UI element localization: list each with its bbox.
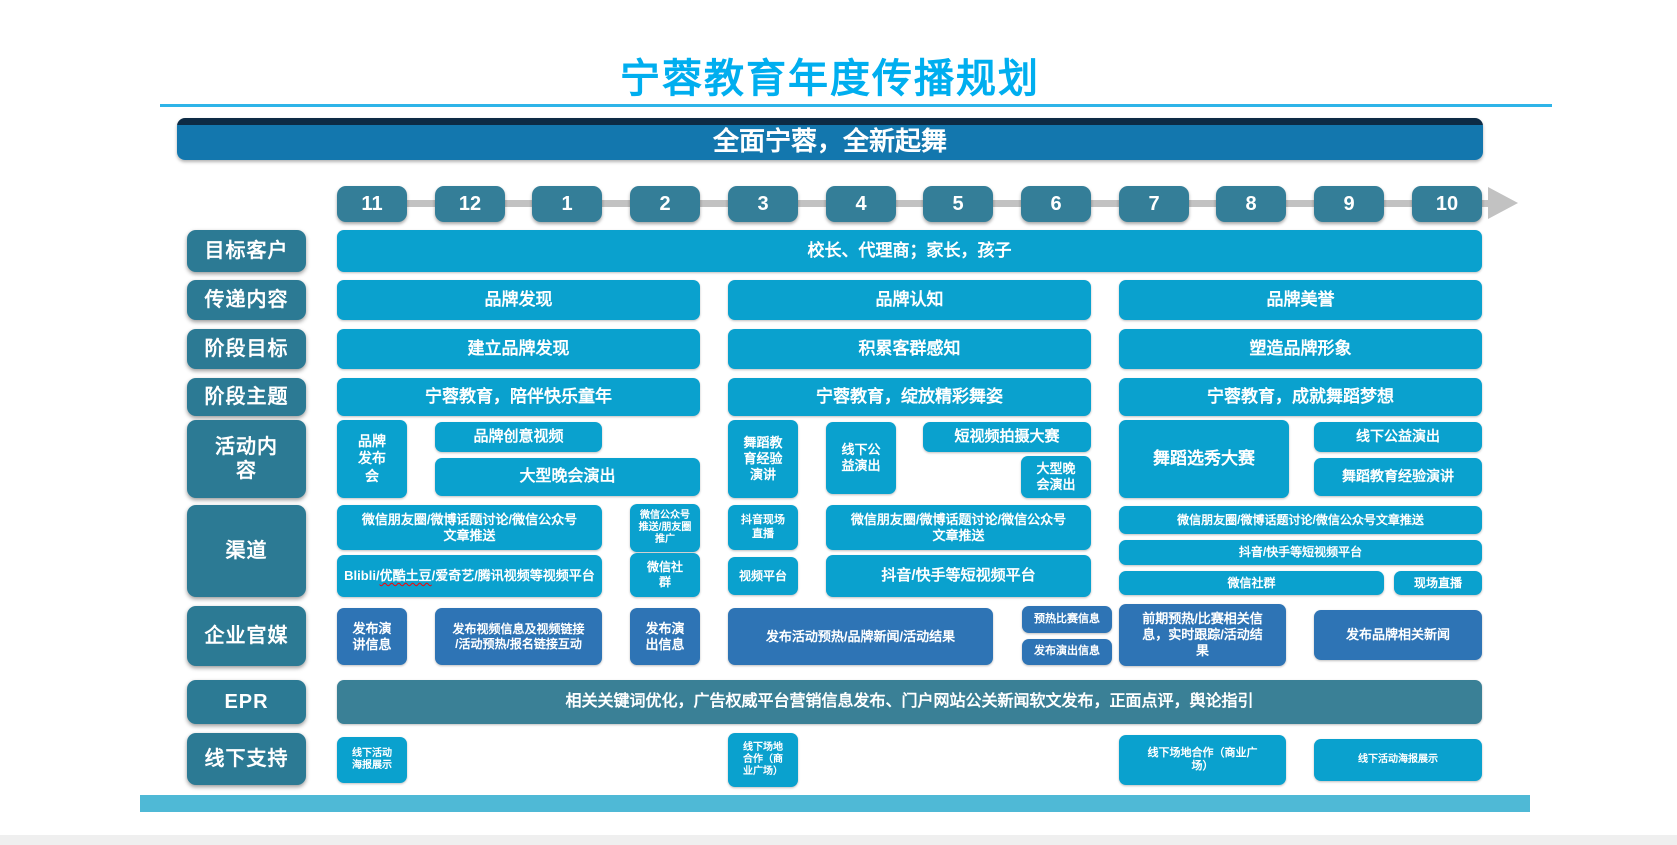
activity-talent-show: 舞蹈选秀大赛 xyxy=(1119,420,1289,498)
offline-venue-phase3: 线下场地合作（商业广 场） xyxy=(1119,735,1286,785)
row-label-goal: 阶段目标 xyxy=(187,329,306,369)
activity-brand-launch: 品牌 发布 会 xyxy=(337,420,407,498)
activity-charity-show-phase2: 线下公 益演出 xyxy=(826,422,896,494)
activity-creative-video: 品牌创意视频 xyxy=(435,422,602,452)
timeline-month: 8 xyxy=(1216,186,1286,222)
timeline-month: 2 xyxy=(630,186,700,222)
timeline-line xyxy=(350,200,1490,207)
timeline-month: 5 xyxy=(923,186,993,222)
channel-short-video-phase3: 抖音/快手等短视频平台 xyxy=(1119,540,1482,565)
media-publish-show-info-small: 发布演出信息 xyxy=(1022,639,1112,665)
channel-wechat-weibo-phase1: 微信朋友圈/微博话题讨论/微信公众号 文章推送 xyxy=(337,505,602,550)
offline-venue-phase2: 线下场地 合作（商 业广场） xyxy=(728,733,798,787)
arrow-right-icon xyxy=(1488,187,1518,219)
timeline-month: 9 xyxy=(1314,186,1384,222)
theme-phase1: 宁蓉教育，陪伴快乐童年 xyxy=(337,378,700,416)
timeline-month: 10 xyxy=(1412,186,1482,222)
goal-phase3: 塑造品牌形象 xyxy=(1119,329,1482,369)
media-publish-brand-news: 发布品牌相关新闻 xyxy=(1314,610,1482,660)
channel-short-video-phase2: 抖音/快手等短视频平台 xyxy=(826,555,1091,597)
timeline-month: 3 xyxy=(728,186,798,222)
channel-live-stream-phase3: 现场直播 xyxy=(1394,571,1482,595)
media-publish-show-info: 发布演 出信息 xyxy=(630,608,700,665)
timeline-month: 11 xyxy=(337,186,407,222)
epr-bar: 相关关键词优化，广告权威平台营销信息发布、门户网站公关新闻软文发布，正面点评，舆… xyxy=(337,680,1482,724)
row-label-target: 目标客户 xyxy=(187,230,306,272)
media-publish-video-links: 发布视频信息及视频链接 /活动预热/报名链接互动 xyxy=(435,608,602,665)
channel-douyin-live: 抖音现场 直播 xyxy=(728,505,798,550)
row-label-theme: 阶段主题 xyxy=(187,378,306,416)
activity-charity-show-phase3: 线下公益演出 xyxy=(1314,422,1482,452)
timeline-month: 6 xyxy=(1021,186,1091,222)
row-label-channel: 渠道 xyxy=(187,505,306,597)
channel-video-platforms: Blibli/优酷土豆/爱奇艺/腾讯视频等视频平台 xyxy=(337,555,602,597)
bottom-gray-band xyxy=(0,835,1677,845)
goal-phase1: 建立品牌发现 xyxy=(337,329,700,369)
media-publish-event-news: 发布活动预热/品牌新闻/活动结果 xyxy=(728,608,993,665)
timeline-month: 4 xyxy=(826,186,896,222)
activity-gala-phase2: 大型晚 会演出 xyxy=(1021,456,1091,498)
row-label-activity: 活动内 容 xyxy=(187,420,306,498)
row-label-message: 传递内容 xyxy=(187,280,306,320)
theme-phase2: 宁蓉教育，绽放精彩舞姿 xyxy=(728,378,1091,416)
channel-wechat-group-phase3: 微信社群 xyxy=(1119,571,1384,595)
timeline-month: 12 xyxy=(435,186,505,222)
title-divider xyxy=(160,104,1552,107)
timeline-month: 1 xyxy=(532,186,602,222)
row-label-offline: 线下支持 xyxy=(187,733,306,785)
offline-poster-phase3: 线下活动海报展示 xyxy=(1314,739,1482,781)
media-preheat-contest-info: 预热比赛信息 xyxy=(1022,606,1112,633)
row-label-media: 企业官媒 xyxy=(187,606,306,666)
activity-gala-phase1: 大型晚会演出 xyxy=(435,458,700,496)
channel-wechat-weibo-phase3: 微信朋友圈/微博话题讨论/微信公众号文章推送 xyxy=(1119,506,1482,534)
channel-wechat-weibo-phase2: 微信朋友圈/微博话题讨论/微信公众号 文章推送 xyxy=(826,505,1091,550)
message-phase2: 品牌认知 xyxy=(728,280,1091,320)
activity-dance-lecture-phase2: 舞蹈教 育经验 演讲 xyxy=(728,420,798,498)
activity-short-video-contest: 短视频拍摄大赛 xyxy=(923,422,1091,452)
channel-wechat-push-small: 微信公众号 推送/朋友圈 推广 xyxy=(630,504,700,552)
activity-dance-lecture-phase3: 舞蹈教育经验演讲 xyxy=(1314,458,1482,496)
channel-video-platform-phase2: 视频平台 xyxy=(728,557,798,595)
banner: 全面宁蓉，全新起舞 xyxy=(177,118,1483,160)
timeline-month: 7 xyxy=(1119,186,1189,222)
media-publish-speech-info: 发布演 讲信息 xyxy=(337,608,407,665)
video-platforms-text: Blibli/ xyxy=(344,568,380,584)
bottom-accent-strip xyxy=(140,795,1530,812)
channel-wechat-group-phase1: 微信社 群 xyxy=(630,553,700,597)
theme-phase3: 宁蓉教育，成就舞蹈梦想 xyxy=(1119,378,1482,416)
message-phase3: 品牌美誉 xyxy=(1119,280,1482,320)
offline-poster-phase1: 线下活动 海报展示 xyxy=(337,737,407,783)
row-label-epr: EPR xyxy=(187,680,306,724)
video-platforms-text-tail: /爱奇艺/腾讯视频等视频平台 xyxy=(431,568,595,584)
target-audience-bar: 校长、代理商；家长，孩子 xyxy=(337,230,1482,272)
message-phase1: 品牌发现 xyxy=(337,280,700,320)
video-platforms-misspelled-text: 优酷土豆 xyxy=(379,568,432,584)
page-title: 宁蓉教育年度传播规划 xyxy=(620,57,1040,101)
media-preheat-tracking: 前期预热/比赛相关信 息，实时跟踪/活动结 果 xyxy=(1119,604,1286,666)
goal-phase2: 积累客群感知 xyxy=(728,329,1091,369)
